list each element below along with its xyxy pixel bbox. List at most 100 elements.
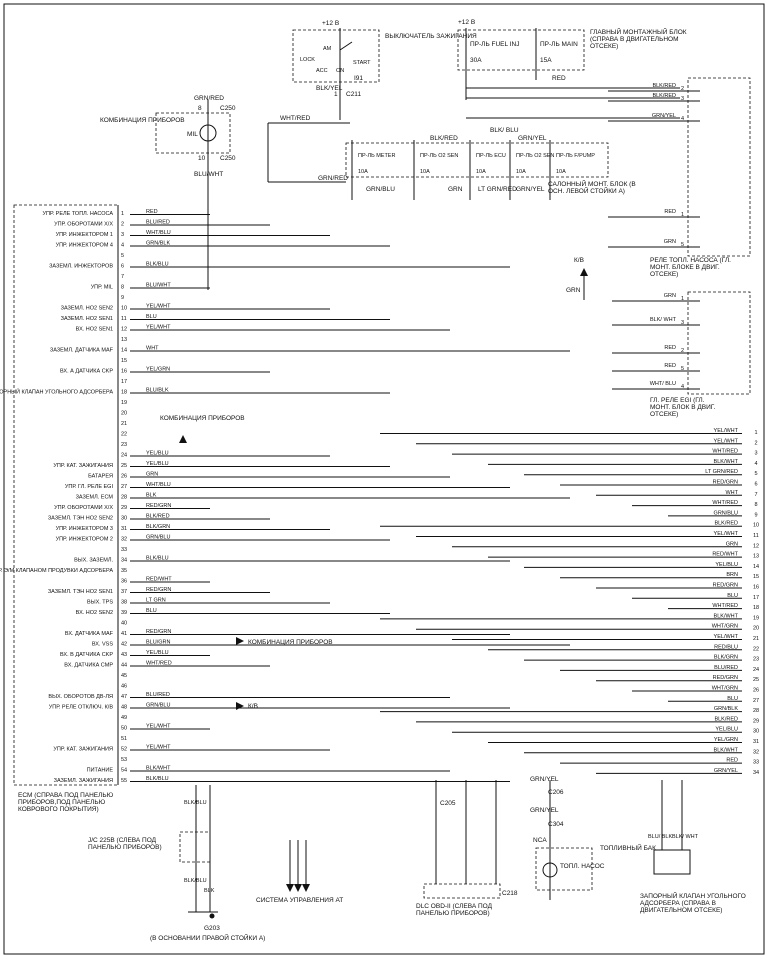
arrow-up-icon [580,268,588,276]
egi-relay-pin-wire: BLK/ WHT [650,317,677,323]
right-terminal-number: 18 [753,605,759,611]
ign-connector: I91 [354,75,363,82]
ecm-wire-label: BLK/BLU [146,556,169,562]
ecm-pin-number: 9 [121,295,124,301]
egi-relay-pin-wire: RED [664,345,676,351]
ecm-pin-label: ЗАЗЕМЛ. ТЭН HO2 SEN1 [48,589,113,595]
right-terminal-wire: YEL/BLU [715,562,738,568]
ecm-wire-label: RED/WHT [146,577,172,583]
ecm-pin-number: 10 [121,306,127,312]
ecm-wire-label: RED/GRN [146,587,171,593]
ecm-pin-label: ВХ. HO2 SEN2 [76,610,113,616]
ecm-wire-label: WHT/BLU [146,230,171,236]
right-terminal-number: 31 [753,739,759,745]
cabin-fuse-rating: 10A [358,169,368,175]
fp-relay-pin-number: 4 [681,116,684,122]
cabin-fuse-name: ПР-ЛЬ METER [358,153,395,159]
ecm-wire-label: GRN/BLU [146,703,170,709]
right-terminal-number: 16 [753,585,759,591]
ecm-wire-label: YEL/WHT [146,325,171,331]
cabin-wire-3: LT GRN/RED [478,186,517,193]
ignition-supply: +12 В [322,20,339,27]
wire-grn-yel-label: GRN/YEL [518,135,547,142]
right-terminal-wire: YEL/BLU [715,727,738,733]
ecm-pin-number: 5 [121,253,124,259]
right-terminal-wire: WHT [725,490,738,496]
ecm-pin-number: 47 [121,694,127,700]
ecm-pin-label: ЗАЗЕМЛ. ТЭН HO2 SEN2 [48,516,113,522]
right-terminal-number: 29 [753,718,759,724]
fp-relay-pin-number: 3 [681,96,684,102]
canister-wire-1: BLU/ BLK [648,834,672,840]
ecm-pin-label: УПР. ОБОРОТАМИ Х/Х [54,222,113,228]
ecm-pin-number: 44 [121,663,127,669]
right-terminal-wire: RED/GRN [713,480,738,486]
right-terminal-number: 34 [753,770,759,776]
ecm-wire-label: BLK/WHT [146,766,171,772]
ecm-pin-number: 33 [121,547,127,553]
ecm-wire-label: YEL/WHT [146,745,171,751]
right-terminal-number: 17 [753,595,759,601]
fp-relay-pin-wire: RED [664,209,676,215]
ecm-pin-label: УПР. MIL [91,285,113,291]
right-terminal-number: 26 [753,688,759,694]
wire-blk-blu-label: BLK/ BLU [490,127,519,134]
ecm-pin-number: 45 [121,673,127,679]
ecm-pin-label: ЗАЗЕМЛ. HO2 SEN2 [61,306,113,312]
right-terminal-number: 25 [753,677,759,683]
right-terminal-number: 11 [753,533,759,539]
ecm-pin-number: 53 [121,757,127,763]
ecm-pin-number: 27 [121,484,127,490]
egi-relay-pin-number: 2 [681,348,684,354]
arrow-down-icon-2 [294,884,302,892]
frame [3,3,765,955]
right-terminal-wire: BLK/GRN [714,655,738,661]
egi-relay-pin-number: 3 [681,320,684,326]
ecm-pin-label: УПР. КАТ. ЗАЖИГАНИЯ [53,747,113,753]
ecm-pin-number: 18 [121,390,127,396]
right-terminal-wire: YEL/WHT [714,428,739,434]
ign-pos-am: AM [323,46,332,52]
ecm-pin-label: ВХ. В ДАТЧИКА CKP [60,652,113,658]
at-label: СИСТЕМА УПРАВЛЕНИЯ АТ [256,897,343,904]
wire-red: RED [552,75,566,82]
ecm-pin-number: 51 [121,736,127,742]
ecm-wire-label: BLU/WHT [146,283,171,289]
ecm-pin-label: ЗАПОРНЫЙ КЛАПАН УГОЛЬНОГО АДСОРБЕРА [0,388,113,396]
cabin-fuse-rating: 10A [420,169,430,175]
ecm-pin-number: 7 [121,274,124,280]
fp-relay-pin-number: 5 [681,242,684,248]
jc-wire-label-3: BLK [204,888,215,894]
right-terminal-number: 4 [754,461,757,467]
egi-relay-pin-number: 5 [681,366,684,372]
fuse-fuelinj-name: ПР-ЛЬ FUEL INJ [470,41,519,48]
right-terminal-wire: GRN/YEL [714,768,738,774]
ecm-wire-label: BLK/BLU [146,776,169,782]
ecm-wire-label: YEL/BLU [146,461,169,467]
right-terminal-number: 13 [753,554,759,560]
cabin-wire-1: GRN/BLU [366,186,395,193]
right-terminal-wire: YEL/WHT [714,634,739,640]
ecm-wire-label: BLK/RED [146,514,170,520]
right-terminal-wire: BLK/RED [714,716,738,722]
arrow-down-icon-3 [302,884,310,892]
ecm-pin-label: БАТАРЕЯ [88,474,113,480]
ground-label: G203 [204,925,220,932]
ecm-pin-label: ВХ. VSS [92,642,113,648]
ecm-pin-number: 40 [121,621,127,627]
egi-relay-title: ГЛ. РЕЛЕ EGI (ГЛ.МОНТ. БЛОК В ДВИГ.ОТСЕК… [650,397,715,418]
arrow-up-icon-cluster [179,435,187,443]
ecm-wire-list: REDBLU/REDWHT/BLUGRN/BLKBLK/BLUBLU/WHTYE… [130,209,570,782]
right-terminal-wire: RED [726,758,738,764]
ign-pos-lock: LOCK [300,57,315,63]
ecm-wire-label: BLU/BLK [146,388,169,394]
cluster-title: КОМБИНАЦИЯ ПРИБОРОВ [100,117,185,124]
cabin-fuse-rating: 10A [556,169,566,175]
right-terminal-wire: YEL/WHT [714,438,739,444]
right-terminal-number: 33 [753,760,759,766]
cluster-wire-bottom: BLU/WHT [194,171,223,178]
